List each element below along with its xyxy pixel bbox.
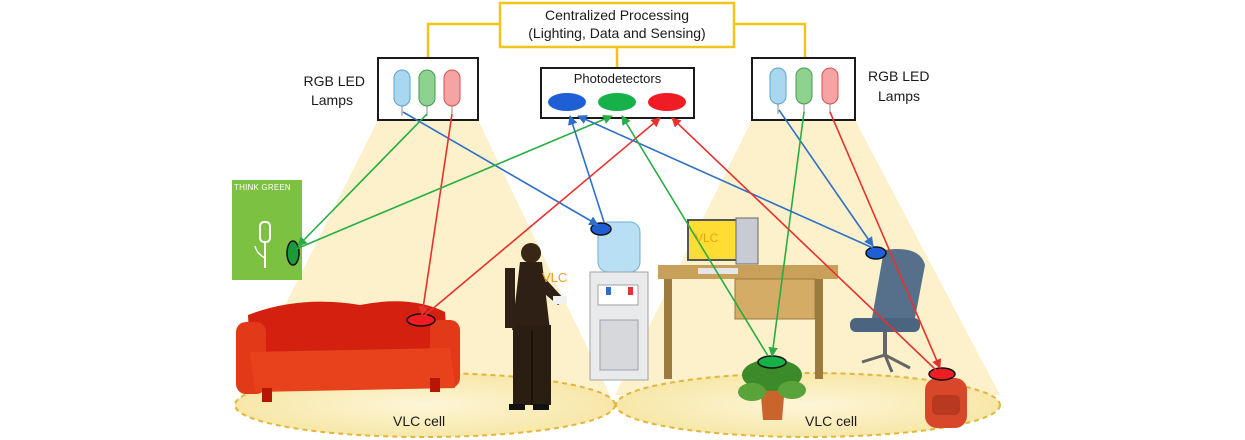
vlc-cell-left-label: VLC cell <box>393 413 446 429</box>
right-led-icons <box>769 67 839 114</box>
plant <box>738 355 806 420</box>
poster-text: THINK GREEN <box>234 183 291 192</box>
photodetector-red <box>648 93 686 111</box>
connection-lines <box>426 22 807 68</box>
sofa <box>236 301 460 402</box>
central-processing-subtitle: (Lighting, Data and Sensing) <box>528 25 706 41</box>
monitor-vlc-label: VLC <box>695 231 719 245</box>
right-light-cone <box>615 120 1000 395</box>
photodetector-blue <box>548 93 586 111</box>
photodetectors-label: Photodetectors <box>573 71 662 86</box>
vlc-cell-right <box>615 372 1001 438</box>
backpack <box>925 367 967 428</box>
left-lamps-label-line1: RGB LED <box>303 73 365 89</box>
left-led-icons <box>393 69 461 116</box>
right-lamps-label-line2: Lamps <box>878 88 921 104</box>
vlc-cell-right-label: VLC cell <box>805 413 858 429</box>
photodetector-green <box>598 93 636 111</box>
desk <box>658 217 838 379</box>
central-processing-box <box>498 1 736 49</box>
central-processing-title: Centralized Processing <box>545 7 689 23</box>
right-lamps-label-line1: RGB LED <box>868 68 930 84</box>
water-cooler <box>589 221 649 381</box>
left-lamps-label-line2: Lamps <box>310 92 353 108</box>
person <box>505 243 567 410</box>
think-green-poster <box>232 180 302 280</box>
person-vlc-label: VLC <box>542 270 568 285</box>
vlc-links <box>295 109 941 371</box>
